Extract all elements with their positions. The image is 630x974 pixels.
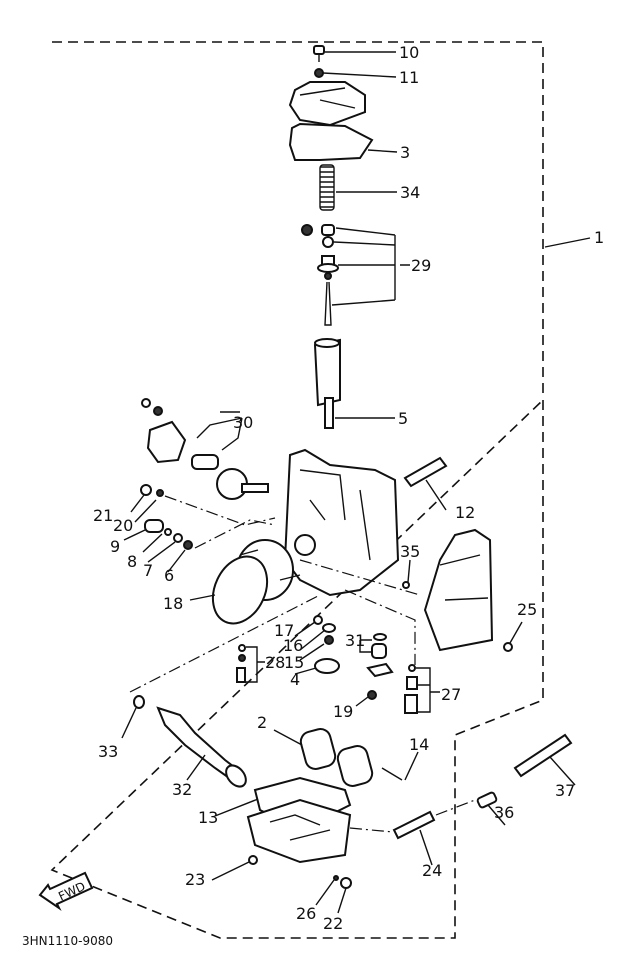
callout-32: 32 bbox=[172, 780, 192, 799]
callout-2: 2 bbox=[257, 713, 267, 732]
alignment-line-35 bbox=[299, 559, 421, 596]
callout-33: 33 bbox=[98, 742, 118, 761]
callout-10: 10 bbox=[399, 43, 419, 62]
callout-17: 17 bbox=[274, 621, 294, 640]
callout-30: 30 bbox=[233, 413, 253, 432]
top-cover bbox=[288, 81, 366, 127]
callout-13: 13 bbox=[198, 808, 218, 827]
callout-18: 18 bbox=[163, 594, 183, 613]
washer-11 bbox=[314, 68, 397, 78]
pin-14 bbox=[381, 751, 419, 781]
callout-7: 7 bbox=[143, 561, 153, 580]
diagram-code: 3HN1110-9080 bbox=[22, 934, 113, 948]
screw-23 bbox=[211, 855, 258, 881]
alignment-line-33 bbox=[129, 594, 321, 693]
callout-36: 36 bbox=[494, 803, 514, 822]
callout-19: 19 bbox=[333, 702, 353, 721]
fwd-arrow-icon: FWD bbox=[38, 871, 94, 912]
hose-37 bbox=[513, 733, 576, 786]
screw-25 bbox=[503, 621, 523, 652]
callout-25: 25 bbox=[517, 600, 537, 619]
callout-21: 21 bbox=[93, 506, 113, 525]
jet-5 bbox=[324, 397, 395, 429]
fwd-label: FWD bbox=[56, 879, 87, 904]
float-2 bbox=[273, 728, 374, 787]
pilot-screw-28 bbox=[236, 644, 265, 683]
float-bowl bbox=[214, 776, 352, 864]
drain-22-26 bbox=[315, 875, 352, 914]
callout-37: 37 bbox=[555, 781, 575, 800]
spring-34 bbox=[319, 164, 397, 211]
callout-31: 31 bbox=[345, 631, 365, 650]
washer-33 bbox=[121, 695, 145, 739]
callout-3: 3 bbox=[400, 143, 410, 162]
screw-27 bbox=[404, 664, 440, 714]
callout-24: 24 bbox=[422, 861, 442, 880]
jets-group bbox=[294, 615, 394, 707]
callout-28: 28 bbox=[265, 653, 285, 672]
callout-6: 6 bbox=[164, 566, 174, 585]
callout-16: 16 bbox=[283, 636, 303, 655]
callout-8: 8 bbox=[127, 552, 137, 571]
callout-29: 29 bbox=[411, 256, 431, 275]
gasket-3 bbox=[288, 122, 398, 161]
leader-1 bbox=[544, 237, 591, 248]
callout-27: 27 bbox=[441, 685, 461, 704]
hose-24 bbox=[349, 810, 436, 866]
callout-26: 26 bbox=[296, 904, 316, 923]
callout-35: 35 bbox=[400, 542, 420, 561]
fitting-36 bbox=[435, 791, 506, 826]
plunger-32 bbox=[156, 706, 247, 788]
small-parts-left bbox=[123, 484, 276, 573]
alignment-line-27 bbox=[344, 589, 416, 665]
screw-10 bbox=[313, 45, 396, 62]
callout-4: 4 bbox=[290, 670, 300, 689]
callout-5: 5 bbox=[398, 409, 408, 428]
callout-12: 12 bbox=[455, 503, 475, 522]
assembly-boundary bbox=[50, 41, 544, 939]
hose-12 bbox=[403, 456, 448, 511]
throttle-slide bbox=[313, 338, 341, 407]
callout-9: 9 bbox=[110, 537, 120, 556]
callout-20: 20 bbox=[113, 516, 133, 535]
callout-1: 1 bbox=[594, 228, 604, 247]
callout-11: 11 bbox=[399, 68, 419, 87]
callout-22: 22 bbox=[323, 914, 343, 933]
needle-set-29 bbox=[301, 224, 410, 326]
o-ring-18 bbox=[189, 555, 269, 625]
callout-23: 23 bbox=[185, 870, 205, 889]
callout-34: 34 bbox=[400, 183, 420, 202]
callout-15: 15 bbox=[284, 653, 304, 672]
screw-35 bbox=[402, 559, 411, 589]
side-cover bbox=[423, 528, 494, 652]
callout-14: 14 bbox=[409, 735, 429, 754]
cover-30 bbox=[141, 398, 269, 500]
